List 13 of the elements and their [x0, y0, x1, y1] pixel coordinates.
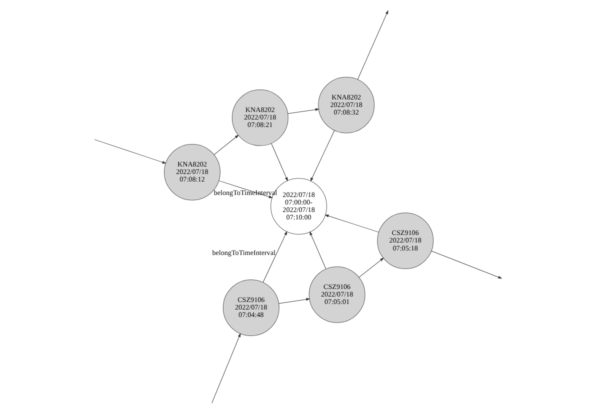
arrow [271, 143, 288, 182]
arrow [278, 298, 310, 304]
arrow [214, 134, 239, 155]
arrow [324, 214, 379, 232]
arrow [310, 231, 326, 270]
arrow [262, 230, 288, 283]
arrow [431, 250, 502, 279]
arrow [288, 108, 320, 114]
arrow [94, 139, 166, 164]
arrow [310, 130, 335, 182]
arrow [358, 258, 384, 278]
arrow [212, 333, 241, 404]
arrow [357, 10, 388, 80]
